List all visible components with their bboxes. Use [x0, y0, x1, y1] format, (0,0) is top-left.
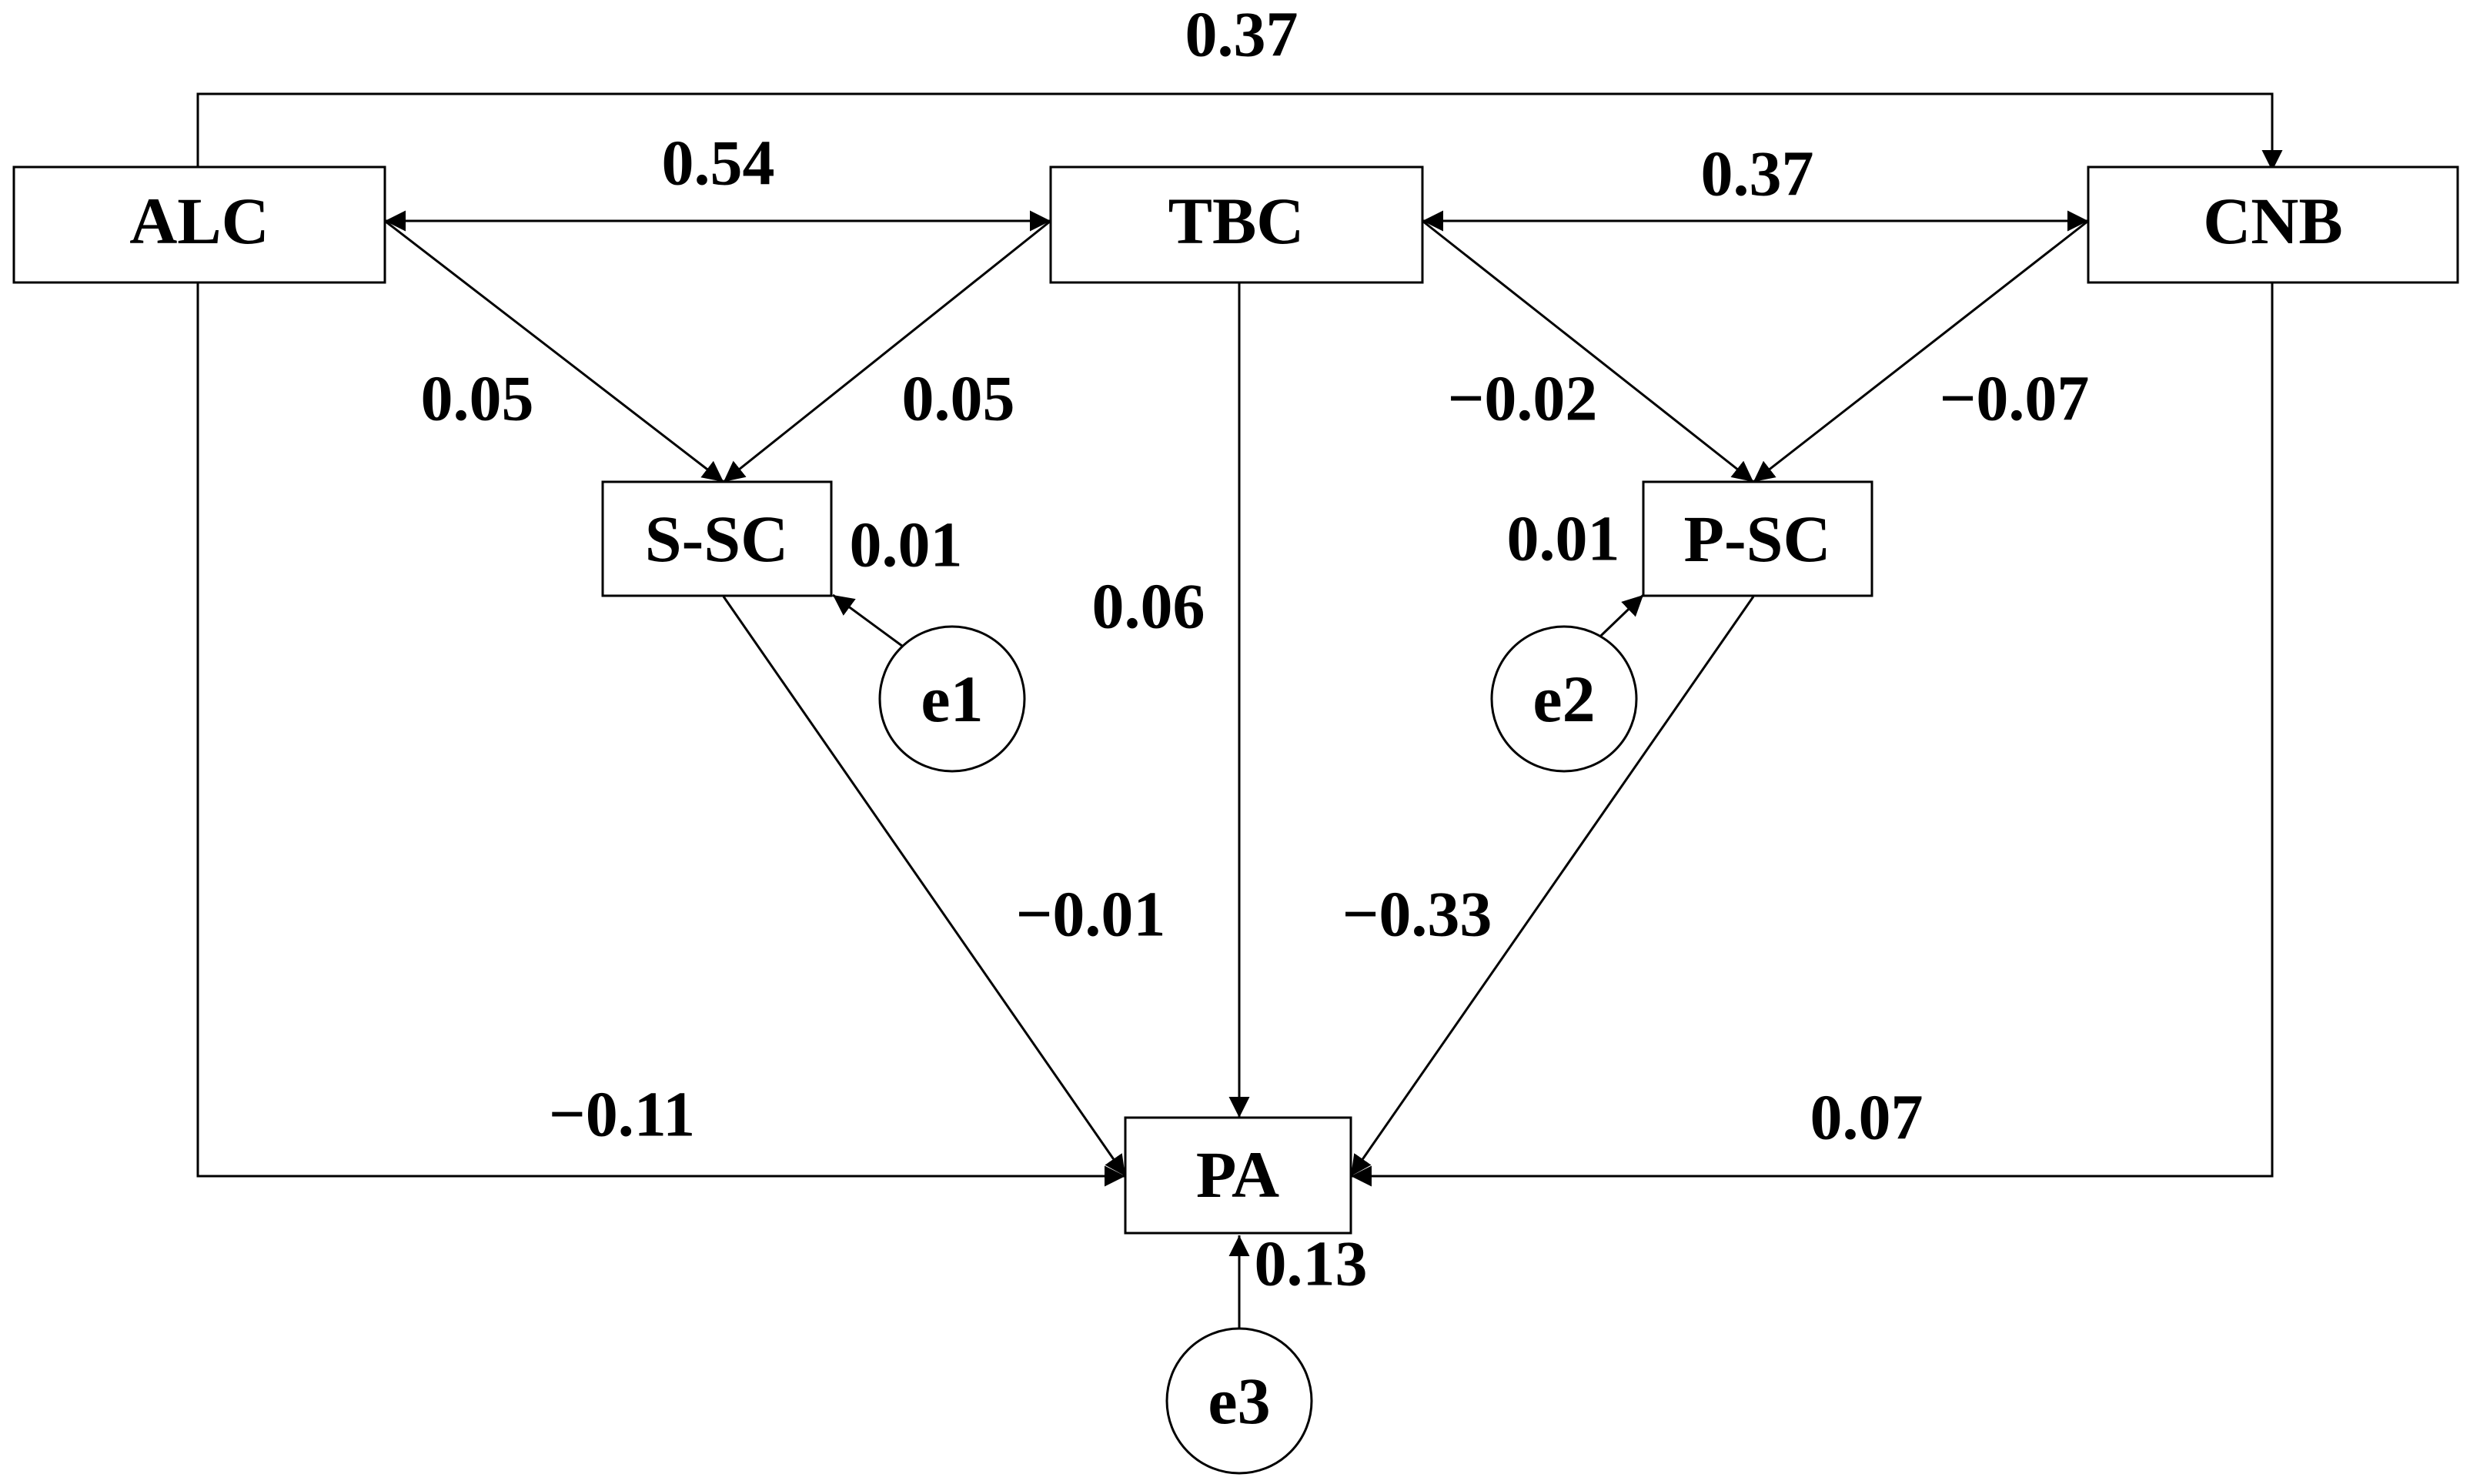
node-ssc: S-SC: [601, 480, 833, 597]
coef-cnb-psc: −0.07: [1940, 363, 2090, 435]
coef-tbc-pa: 0.06: [1092, 571, 1205, 643]
edge-tbc-ssc: [723, 219, 1051, 483]
node-e2: e2: [1490, 625, 1638, 773]
edge-ssc-pa: [722, 596, 1127, 1177]
coef-e2-psc: 0.01: [1507, 503, 1620, 575]
node-tbc-label: TBC: [1168, 184, 1305, 258]
node-psc: P-SC: [1642, 480, 1873, 597]
node-e3-label: e3: [1208, 1364, 1270, 1438]
node-ssc-label: S-SC: [645, 502, 788, 576]
coef-e1-ssc: 0.01: [850, 510, 963, 581]
node-alc-label: ALC: [129, 184, 269, 258]
coef-tbc-psc: −0.02: [1448, 363, 1598, 435]
edge-alc-ssc: [384, 219, 724, 483]
coef-e3-pa: 0.13: [1255, 1228, 1368, 1300]
edge-tbc-psc: [1422, 219, 1754, 483]
coef-cnb-pa: 0.07: [1810, 1082, 1924, 1154]
edge-alc-cnb: [187, 92, 2283, 192]
edge-alc-pa: [196, 283, 1125, 1187]
node-cnb-label: CNB: [2203, 184, 2343, 258]
coef-alc-pa: −0.11: [549, 1079, 695, 1151]
node-alc: ALC: [12, 165, 386, 284]
coef-tbc-ssc: 0.05: [902, 363, 1015, 435]
coef-alc-tbc: 0.54: [662, 128, 775, 199]
node-tbc: TBC: [1049, 165, 1424, 284]
coef-ssc-pa: −0.01: [1016, 879, 1166, 951]
edge-psc-pa: [1349, 596, 1755, 1177]
node-pa: PA: [1124, 1116, 1352, 1235]
node-psc-label: P-SC: [1683, 502, 1830, 576]
node-e1: e1: [878, 625, 1026, 773]
edge-cnb-pa: [1351, 283, 2274, 1187]
node-e1-label: e1: [921, 662, 983, 736]
coef-tbc-cnb: 0.37: [1701, 139, 1814, 210]
node-pa-label: PA: [1196, 1138, 1279, 1212]
node-cnb: CNB: [2087, 165, 2459, 284]
coef-psc-pa: −0.33: [1342, 879, 1492, 951]
node-e2-label: e2: [1532, 662, 1595, 736]
coef-alc-ssc: 0.05: [421, 363, 534, 435]
coef-alc-cnb: 0.37: [1185, 0, 1299, 71]
node-e3: e3: [1165, 1327, 1313, 1475]
edge-e1-ssc: [832, 593, 909, 652]
edge-cnb-psc: [1753, 219, 2089, 483]
